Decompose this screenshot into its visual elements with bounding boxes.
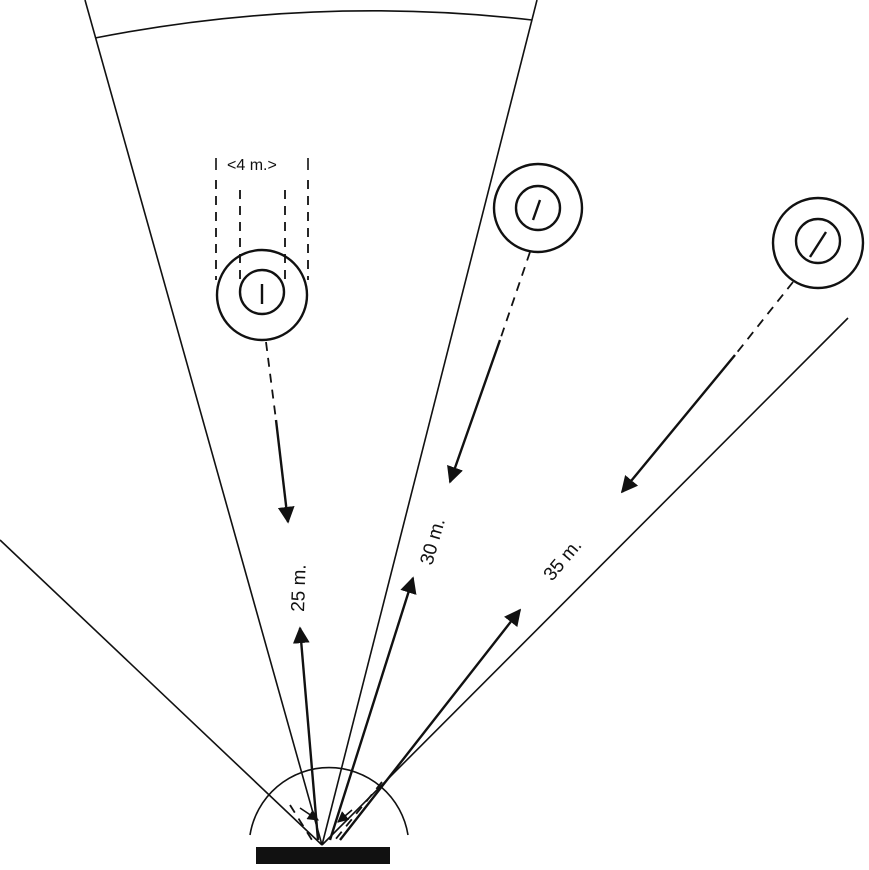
station-angle-arrow: [337, 809, 353, 823]
distance-label-25m: 25 m.: [288, 564, 311, 612]
approach-arrow: [620, 354, 736, 494]
width-label: <4 m.>: [227, 157, 277, 174]
approach-arrow: [274, 419, 295, 524]
target-center-mark: [531, 199, 542, 221]
approach-dash: [734, 281, 794, 356]
station-guide-dash: [334, 781, 383, 841]
target-outer-ring: [492, 162, 584, 254]
station-guide-dash: [289, 804, 313, 841]
target-outer-ring: [215, 248, 309, 342]
distance-label-30m: 30 m.: [417, 516, 450, 567]
target-35m: [620, 196, 865, 494]
target-inner-ring: [794, 217, 842, 265]
target-30m: [447, 162, 584, 484]
approach-arrow: [447, 339, 502, 484]
target-outer-ring: [771, 196, 865, 290]
target-25m: <4 m.>: [215, 157, 309, 524]
cone-right-boundary: [321, 0, 538, 846]
distance-label-35m: 35 m.: [540, 535, 587, 585]
wide-left-boundary: [0, 539, 323, 846]
shot-arrow-30m: [328, 576, 417, 841]
shot-arrow-25m: [292, 626, 320, 841]
station-angle-arrow: [299, 807, 319, 821]
station-base: [256, 847, 390, 864]
target-inner-ring: [514, 184, 562, 232]
target-center-mark: [808, 231, 828, 258]
approach-dash: [265, 341, 277, 421]
cone-left-boundary: [84, 0, 323, 846]
far-range-arc: [94, 10, 533, 39]
station-arc: [249, 766, 409, 836]
wide-right-boundary: [321, 317, 849, 846]
approach-dash: [499, 251, 531, 341]
target-inner-ring: [238, 268, 286, 316]
shot-arrow-35m: [339, 608, 522, 841]
